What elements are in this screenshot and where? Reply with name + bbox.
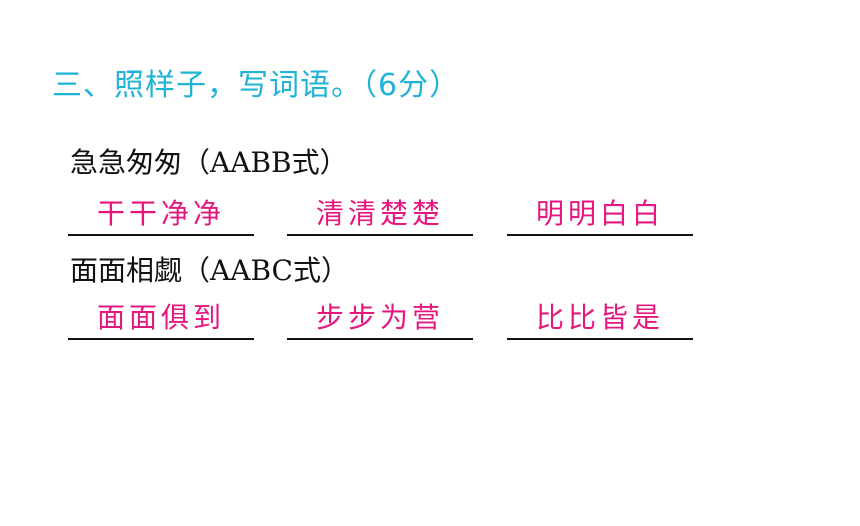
answer-blank-aabc-2: 步步为营	[287, 298, 473, 340]
answer-blank-aabb-3: 明明白白	[507, 194, 693, 236]
question-heading: 三、照样子，写词语。（6分）	[52, 68, 461, 103]
answer-blank-aabc-1: 面面俱到	[68, 298, 254, 340]
answer-blank-aabb-2: 清清楚楚	[287, 194, 473, 236]
example-pattern-aabb: 急急匆匆（AABB式）	[70, 146, 348, 179]
answer-blank-aabb-1: 干干净净	[68, 194, 254, 236]
example-pattern-aabc: 面面相觑（AABC式）	[70, 254, 349, 287]
answer-blank-aabc-3: 比比皆是	[507, 298, 693, 340]
